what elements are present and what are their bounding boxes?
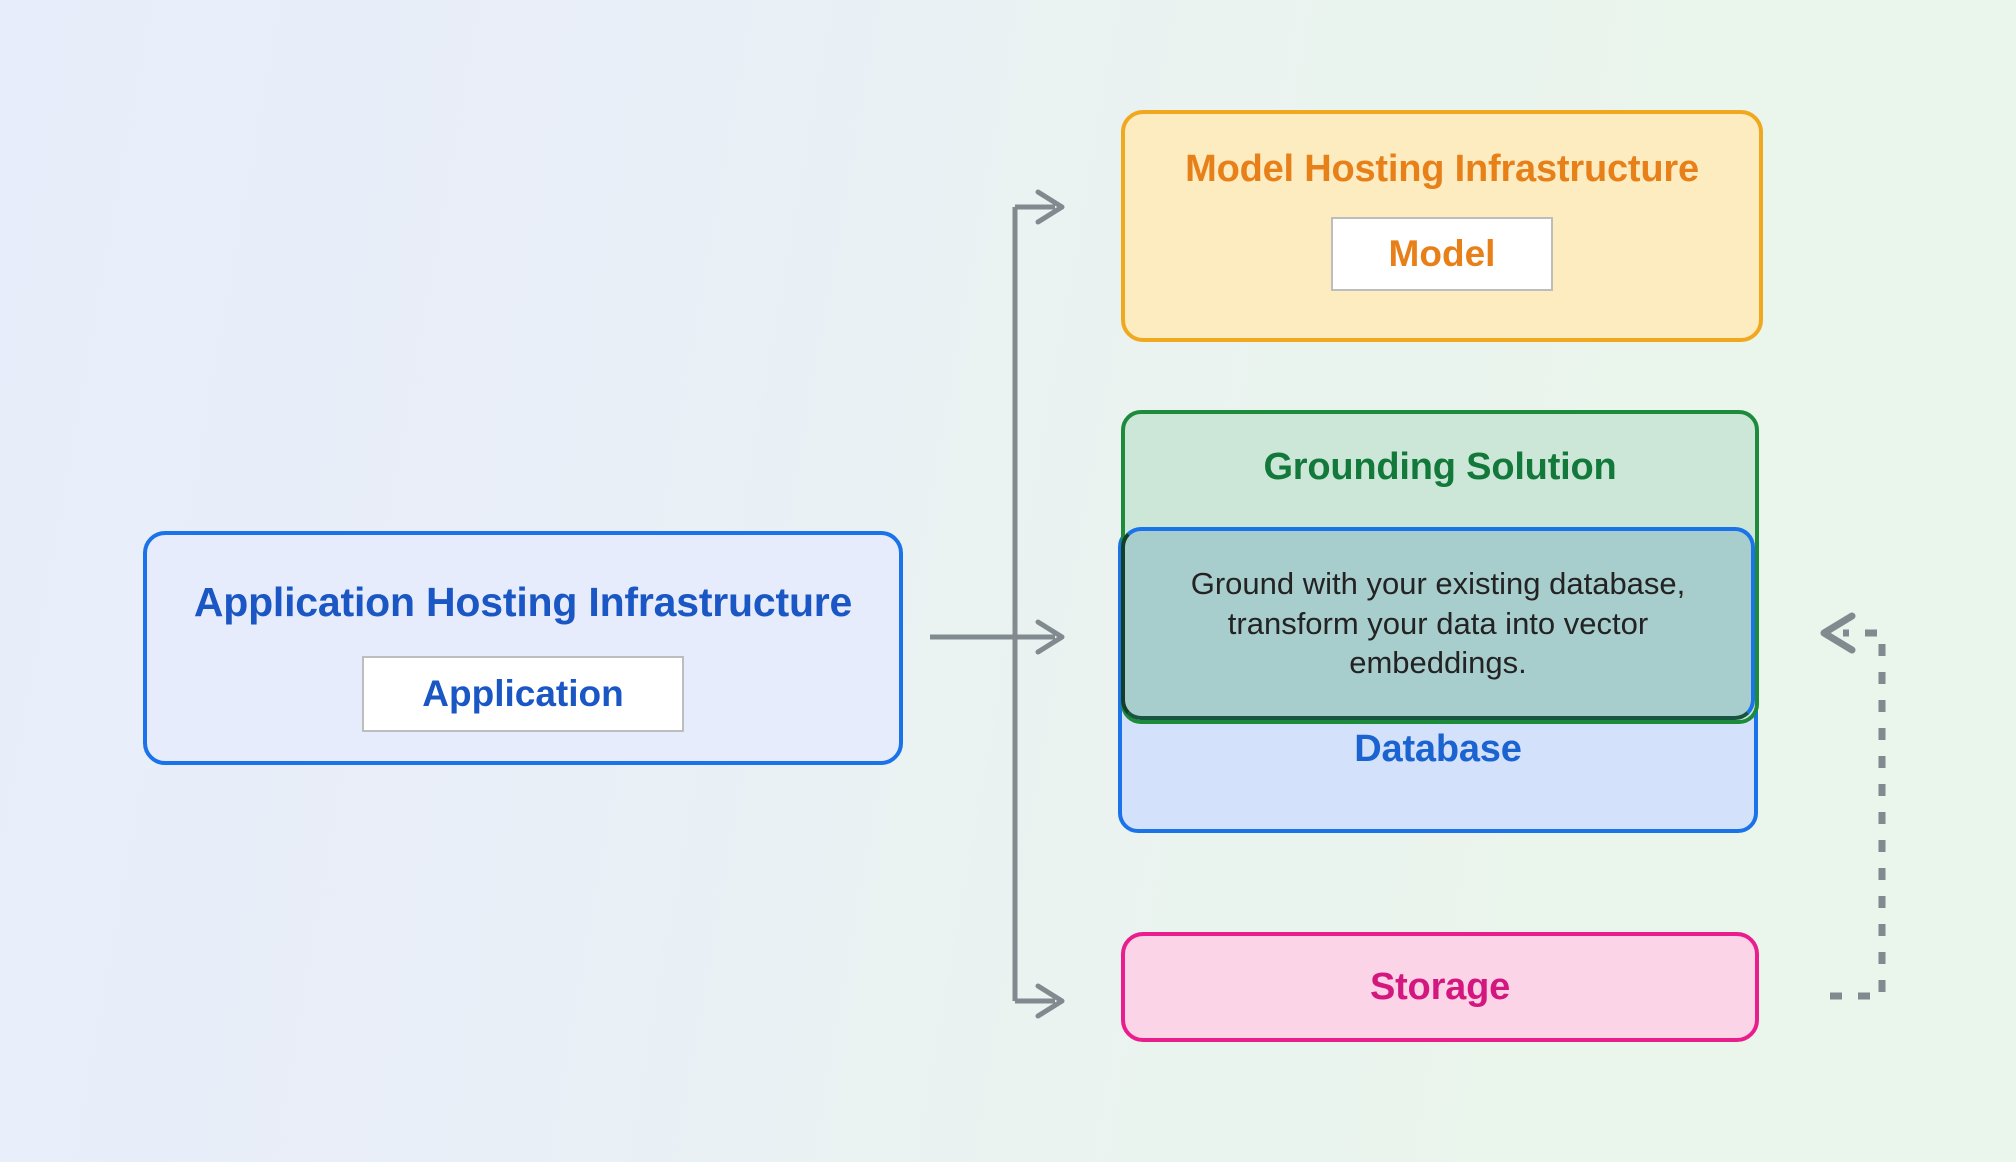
- model-chip[interactable]: Model: [1331, 217, 1553, 291]
- grounding-database-overlap-region[interactable]: Ground with your existing database, tran…: [1121, 527, 1755, 720]
- arrowhead-database-return: [1820, 612, 1856, 654]
- connector-storage-to-database-dashed: [1830, 629, 1886, 1000]
- application-hosting-title: Application Hosting Infrastructure: [193, 579, 853, 625]
- arrowhead-storage: [1035, 983, 1065, 1019]
- grounding-solution-title: Grounding Solution: [1263, 446, 1617, 488]
- arrowhead-grounding: [1035, 619, 1065, 655]
- storage-title: Storage: [1369, 965, 1511, 1008]
- storage-box[interactable]: Storage: [1121, 932, 1759, 1042]
- application-hosting-infrastructure-box[interactable]: Application Hosting Infrastructure Appli…: [143, 531, 903, 765]
- database-title: Database: [1354, 728, 1522, 770]
- model-hosting-title: Model Hosting Infrastructure: [1185, 148, 1699, 190]
- application-chip[interactable]: Application: [362, 656, 684, 732]
- arrowhead-model: [1035, 189, 1065, 225]
- overlap-description: Ground with your existing database, tran…: [1190, 565, 1686, 681]
- model-hosting-infrastructure-box[interactable]: Model Hosting Infrastructure Model: [1121, 110, 1763, 342]
